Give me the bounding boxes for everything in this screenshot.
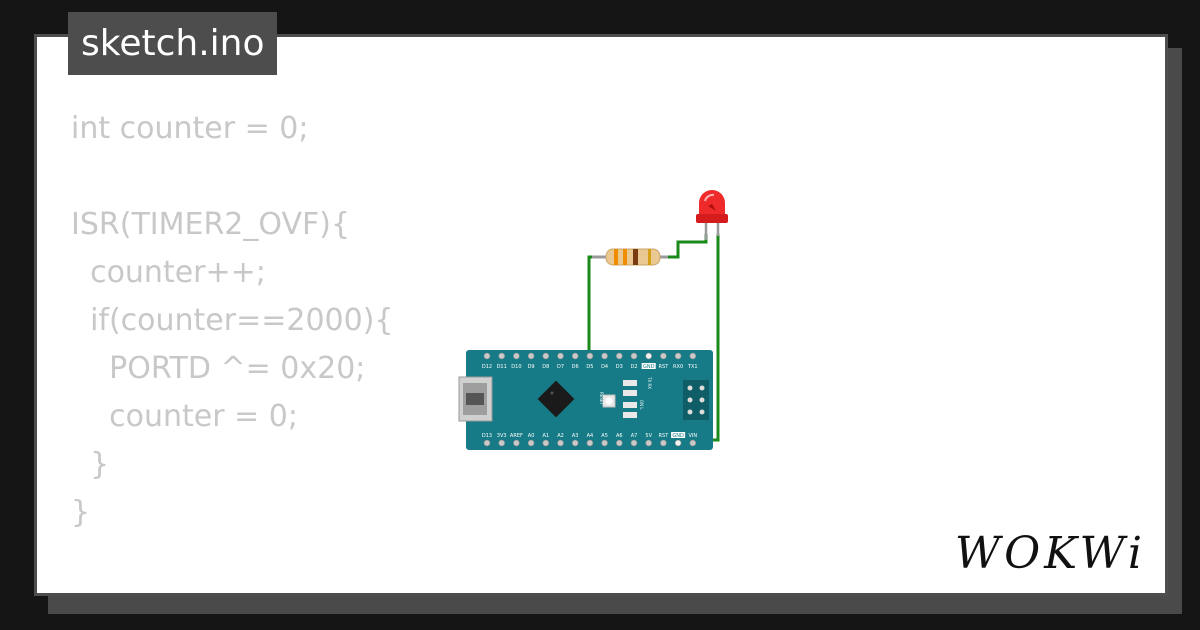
top-pin[interactable] xyxy=(586,352,594,360)
wokwi-logo: WOKWi xyxy=(954,528,1146,579)
pin-label: RX0 xyxy=(673,364,683,370)
pin-label-highlight xyxy=(671,432,686,438)
pin-label: TX1 xyxy=(687,364,698,370)
top-pin[interactable] xyxy=(483,352,491,360)
pin-label: A1 xyxy=(542,433,549,439)
top-pin[interactable] xyxy=(527,352,535,360)
top-pin[interactable] xyxy=(557,352,564,360)
bottom-pin[interactable] xyxy=(689,439,697,447)
on-label: ON L xyxy=(639,400,644,410)
pin-label: D3 xyxy=(616,364,623,370)
pin-label: 3V3 xyxy=(497,433,507,439)
pin-label: A2 xyxy=(557,433,564,439)
wire-resistor-led[interactable] xyxy=(660,234,708,259)
top-pin[interactable] xyxy=(660,352,667,360)
pin-label: A0 xyxy=(528,433,535,439)
top-pin[interactable] xyxy=(571,352,579,360)
top-pin[interactable] xyxy=(674,352,682,360)
code-line: PORTD ^= 0x20; xyxy=(71,351,366,386)
pin-label: D7 xyxy=(557,364,564,370)
top-pin[interactable] xyxy=(630,352,638,360)
pin-label: D5 xyxy=(586,364,593,370)
pin-label: AREF xyxy=(510,433,523,439)
usb-port-icon xyxy=(458,376,493,422)
bottom-pin-header[interactable] xyxy=(483,439,697,447)
bottom-pin[interactable] xyxy=(601,439,608,447)
top-pin[interactable] xyxy=(513,352,520,360)
txrx-label: TX RX xyxy=(647,376,652,389)
pin-label: A6 xyxy=(616,433,623,439)
bottom-pin[interactable] xyxy=(660,439,667,447)
code-line: counter = 0; xyxy=(71,399,298,434)
top-pin[interactable] xyxy=(542,352,550,360)
bottom-pin[interactable] xyxy=(527,439,535,447)
pin-label: A4 xyxy=(587,433,594,439)
bottom-pin[interactable] xyxy=(513,439,520,447)
code-preview: int counter = 0; ISR(TIMER2_OVF){ counter… xyxy=(71,105,394,593)
top-pin[interactable] xyxy=(689,352,697,360)
bottom-pin[interactable] xyxy=(498,439,506,447)
pin-label: D9 xyxy=(528,364,535,370)
pin-label: A7 xyxy=(631,433,638,439)
code-line: ISR(TIMER2_OVF){ xyxy=(71,207,351,242)
pin-label: 5V xyxy=(645,433,652,439)
code-line: } xyxy=(71,447,110,482)
code-line: counter++; xyxy=(71,255,266,290)
top-pin[interactable] xyxy=(498,352,506,360)
pin-label: A5 xyxy=(601,433,608,439)
top-pin[interactable] xyxy=(601,352,608,360)
code-line: int counter = 0; xyxy=(71,111,309,146)
pin-label: D10 xyxy=(511,364,521,370)
chip-icon xyxy=(537,380,575,418)
bottom-pin[interactable] xyxy=(542,439,550,447)
led-icon[interactable] xyxy=(696,190,728,240)
preview-card: int counter = 0; ISR(TIMER2_OVF){ counter… xyxy=(34,34,1168,596)
top-pin-header[interactable] xyxy=(483,352,697,360)
pin-label: D12 xyxy=(482,364,492,370)
pin-label: GND xyxy=(672,433,684,439)
pin-label: VIN xyxy=(688,433,697,439)
resistor-icon[interactable] xyxy=(592,248,668,266)
pin-label: D6 xyxy=(572,364,579,370)
pin-label: D2 xyxy=(630,364,637,370)
reset-label: RESET xyxy=(599,392,604,405)
pin-label: D11 xyxy=(497,364,507,370)
pin-label: D8 xyxy=(542,364,549,370)
file-tab[interactable]: sketch.ino xyxy=(68,12,278,75)
bottom-pin[interactable] xyxy=(557,439,564,447)
bottom-pin[interactable] xyxy=(615,439,623,447)
code-line: void setup() { xyxy=(71,585,394,593)
pin-label: RST xyxy=(659,433,670,439)
pin-label: D13 xyxy=(482,433,492,439)
top-pin[interactable] xyxy=(615,352,623,360)
pin-label: RST xyxy=(659,364,670,370)
top-pin[interactable] xyxy=(645,352,653,360)
bottom-pin[interactable] xyxy=(630,439,638,447)
wire-d5-resistor[interactable] xyxy=(587,255,606,356)
pin-label: D4 xyxy=(601,364,608,370)
bottom-pin[interactable] xyxy=(571,439,579,447)
bottom-pin[interactable] xyxy=(645,439,653,447)
bottom-pin[interactable] xyxy=(586,439,594,447)
bottom-pin[interactable] xyxy=(674,439,682,447)
code-line: if(counter==2000){ xyxy=(71,303,394,338)
code-line: } xyxy=(71,495,91,530)
pin-label: GND xyxy=(643,364,655,370)
reset-button[interactable] xyxy=(602,394,616,408)
pin-label: A3 xyxy=(572,433,579,439)
pin-label-highlight xyxy=(641,363,656,369)
icsp-header xyxy=(683,380,709,420)
bottom-pin[interactable] xyxy=(483,439,491,447)
